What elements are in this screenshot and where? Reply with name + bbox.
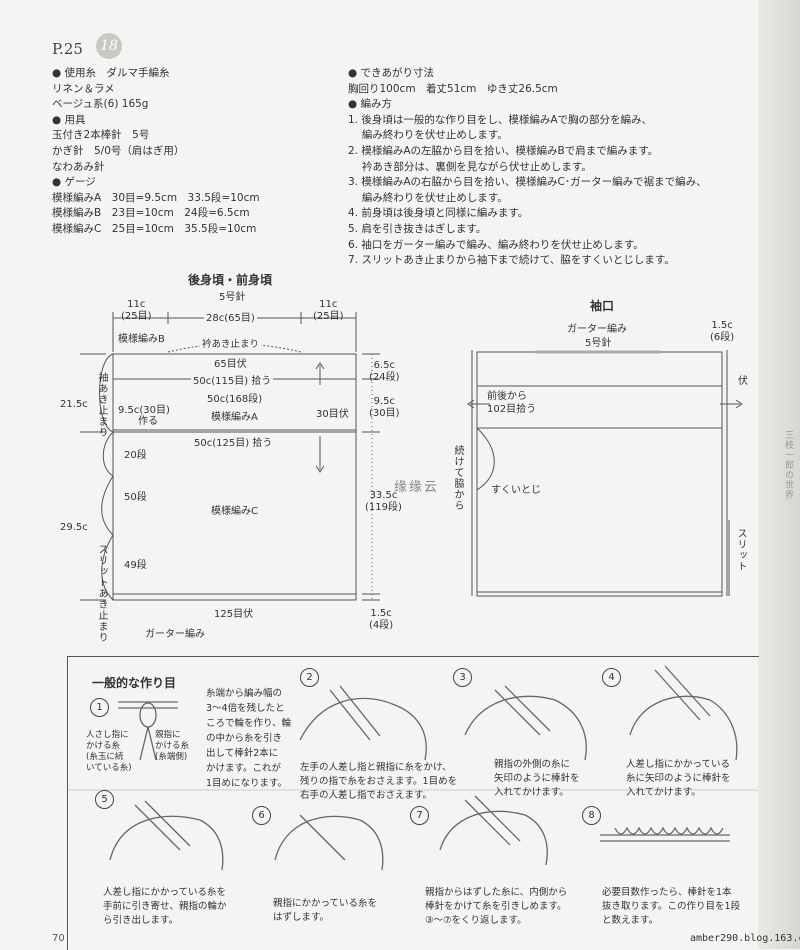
watermark: 缘缘云 — [394, 480, 440, 495]
label-30-bind: 30目伏 — [316, 409, 349, 420]
step3-text: 親指の外側の糸に 矢印のように棒針を 入れてかけます。 — [494, 759, 580, 798]
materials-line: リネン＆ラメ — [52, 82, 115, 95]
label-50-rows: 50段 — [124, 492, 147, 503]
materials-list: ● 使用糸 ダルマ手編糸リネン＆ラメベージュ系(6) 165g ● 用具玉付き2本… — [52, 66, 260, 238]
step5-text: 人差し指にかかっている糸を 手前に引き寄せ、親指の輪か ら引き出します。 — [103, 887, 227, 926]
footer-page-number: 70 — [52, 933, 65, 944]
label-pick-115: 50c(115目) 拾う — [191, 372, 274, 387]
sleeve-bind: 伏 — [738, 376, 748, 387]
side-running-head: 三枝一郎の世界 — [783, 430, 793, 500]
step-number: 1 — [90, 698, 109, 717]
instruction-line: 2. 模様編みAの左脇から目を拾い、模様編みBで肩まで編みます。 — [348, 144, 659, 157]
step1-note: 糸端から編み幅の 3～4倍を残したと ころで輪を作り、輪 の中から糸を引き 出し… — [206, 688, 292, 789]
dim-shoulder-left: 11c (25目) — [121, 299, 152, 322]
dim-29-5: 29.5c — [60, 522, 88, 533]
step-number: 4 — [602, 668, 621, 687]
sleeve-pick: 前後から 102目拾う — [487, 391, 537, 415]
step7-text: 親指からはずした糸に、内側から 棒針をかけて糸を引きしめます。 ③～⑦をくり返し… — [425, 887, 568, 926]
materials-line: ● 用具 — [52, 113, 86, 126]
label-pattern-a: 模様編みA — [211, 412, 258, 423]
instruction-line: 5. 肩を引き抜きはぎします。 — [348, 222, 487, 235]
step2-text: 左手の人差し指と親指に糸をかけ、 残りの指で糸をおさえます。1目めを 右手の人差… — [300, 762, 458, 801]
sleeve-dim: 1.5c (6段) — [710, 320, 735, 343]
dim-9-5: 9.5c (30目) — [369, 396, 400, 419]
sleeve-needle: 5号針 — [585, 338, 612, 349]
page-label: P.25 — [52, 40, 83, 58]
dim-33-5: 33.5c (119段) — [365, 490, 402, 513]
step1-label-index: 人さし指に かける糸 (糸玉に続 いている糸) — [86, 730, 132, 773]
materials-line: ● ゲージ — [52, 176, 96, 189]
label-sleeve-stop: 袖あき止まり — [96, 372, 107, 438]
sleeve-continue: 続けて脇から — [452, 445, 463, 511]
pattern-number-badge: 18 — [96, 33, 122, 59]
instruction-line: 1. 後身頃は一般的な作り目をし、模様編みAで胸の部分を編み、 — [348, 113, 653, 126]
body-diagram-title: 後身頃・前身頃 — [188, 273, 273, 287]
step-number: 2 — [300, 668, 319, 687]
cast-on-section — [67, 656, 759, 950]
dim-shoulder-right: 11c (25目) — [313, 299, 344, 322]
dim-21-5: 21.5c — [60, 399, 88, 410]
instruction-line: 胸回り100cm 着丈51cm ゆき丈26.5cm — [348, 82, 558, 95]
step8-text: 必要目数作ったら、棒針を1本 抜き取ります。この作り目を1段 と数えます。 — [602, 887, 741, 926]
instructions-list: ● できあがり寸法胸回り100cm 着丈51cm ゆき丈26.5cm ● 編み方 1… — [348, 66, 707, 269]
materials-line: かぎ針 5/0号（肩はぎ用） — [52, 144, 185, 157]
step-number: 6 — [252, 806, 271, 825]
materials-line: ● 使用糸 ダルマ手編糸 — [52, 67, 170, 79]
label-bind-125: 125目伏 — [212, 605, 256, 620]
instruction-line: 7. スリットあき止まりから袖下まで続けて、脇をすくいとじします。 — [348, 254, 675, 267]
label-20-rows: 20段 — [124, 450, 147, 461]
instruction-line: 編み終わりを伏せ止めします。 — [348, 191, 508, 204]
label-slit-stop: スリットあき止まり — [96, 544, 107, 643]
label-garter: ガーター編み — [145, 629, 205, 640]
sleeve-outline — [476, 351, 723, 597]
materials-line: ベージュ系(6) 165g — [52, 98, 149, 111]
instruction-line: 編み終わりを伏せ止めします。 — [348, 129, 508, 142]
materials-line: 模様編みB 23目=10cm 24段=6.5cm — [52, 207, 250, 220]
instruction-line: ● 編み方 — [348, 98, 392, 111]
instruction-line: 3. 模様編みAの右脇から目を拾い、模様編みC･ガーター編みで裾まで編み、 — [348, 176, 707, 189]
step-number: 7 — [410, 806, 429, 825]
cast-on-title: 一般的な作り目 — [92, 676, 177, 690]
label-95-left: 9.5c(30目) — [118, 405, 170, 416]
materials-line: なわあみ針 — [52, 160, 105, 173]
dim-1-5: 1.5c (4段) — [369, 608, 394, 631]
instruction-line: 衿あき部分は、裏側を見ながら伏せ止めします。 — [348, 160, 592, 173]
footer-blog-url: amber290.blog.163.com — [690, 933, 800, 944]
instruction-line: 4. 前身頃は後身頃と同様に編みます。 — [348, 207, 529, 220]
materials-line: 模様編みA 30目=9.5cm 33.5段=10cm — [52, 191, 260, 204]
label-49-rows: 49段 — [124, 560, 147, 571]
page-gutter — [758, 0, 800, 949]
step-number: 5 — [95, 790, 114, 809]
sleeve-slit: スリット — [735, 528, 746, 572]
label-bind-65: 65目伏 — [212, 355, 249, 370]
instruction-line: ● できあがり寸法 — [348, 67, 434, 79]
dim-neck-width: 28c(65目) — [204, 309, 257, 324]
body-diagram-needle: 5号針 — [219, 292, 246, 303]
body-outline — [112, 353, 357, 601]
materials-line: 玉付き2本棒針 5号 — [52, 129, 150, 142]
step-number: 3 — [453, 668, 472, 687]
label-168-rows: 50c(168段) — [205, 390, 265, 405]
label-pattern-c: 模様編みC — [211, 506, 258, 517]
label-make: 作る — [138, 416, 158, 427]
step4-text: 人差し指にかかっている 糸に矢印のように棒針を 入れてかけます。 — [626, 759, 731, 798]
instruction-line: 6. 袖口をガーター編みで編み、編み終わりを伏せ止めします。 — [348, 238, 644, 251]
step1-label-thumb: 親指に かける糸 (糸端側) — [155, 730, 190, 762]
label-pattern-b: 模様編みB — [118, 334, 165, 345]
sleeve-sukui: すくいとじ — [491, 485, 541, 496]
step-number: 8 — [582, 806, 601, 825]
label-neck-stop: 衿あき止まり — [200, 336, 262, 350]
step6-text: 親指にかかっている糸を はずします。 — [273, 898, 378, 923]
sleeve-garter: ガーター編み — [567, 324, 627, 335]
sleeve-diagram-title: 袖口 — [590, 299, 615, 313]
dim-6-5: 6.5c (24段) — [369, 360, 400, 383]
label-pick-125: 50c(125目) 拾う — [192, 434, 275, 449]
materials-line: 模様編みC 25目=10cm 35.5段=10cm — [52, 222, 257, 235]
